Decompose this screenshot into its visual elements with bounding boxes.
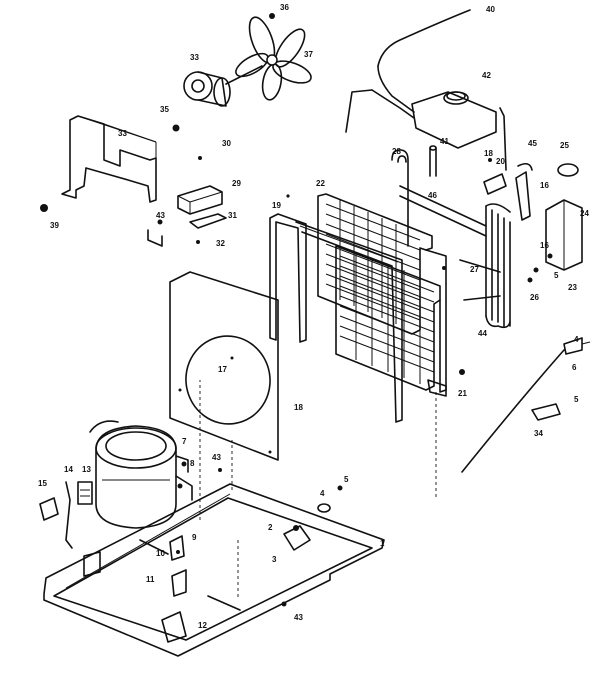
callout-12: 12 — [198, 621, 207, 630]
callout-8: 8 — [190, 459, 195, 468]
callout-5-base: 5 — [344, 475, 349, 484]
fan-blade — [235, 13, 312, 101]
callout-36: 36 — [280, 3, 289, 12]
callout-24: 24 — [580, 209, 589, 218]
evaporator-coil — [317, 193, 433, 335]
callout-4: 4 — [320, 489, 325, 498]
callout-3: 3 — [272, 555, 277, 564]
callout-14: 14 — [64, 465, 73, 474]
callout-11: 11 — [146, 575, 155, 584]
callout-16: 16 — [540, 181, 549, 190]
clip-bracket — [483, 158, 533, 195]
callout-31: 31 — [228, 211, 237, 220]
callout-40: 40 — [486, 5, 495, 14]
callout-30: 30 — [222, 139, 231, 148]
callout-17: 17 — [218, 365, 227, 374]
callout-5-cord: 5 — [574, 395, 579, 404]
callout-19: 19 — [272, 201, 281, 210]
callout-35: 35 — [160, 105, 169, 114]
tube-bundle — [391, 145, 511, 329]
callout-labels: 36 37 33 35 33 39 43 30 29 31 32 40 42 4… — [38, 3, 589, 630]
callout-22: 22 — [316, 179, 325, 188]
callout-2: 2 — [268, 523, 273, 532]
callout-42: 42 — [482, 71, 491, 80]
callout-5-right: 5 — [554, 271, 559, 280]
callout-16b: 16 — [540, 241, 549, 250]
callout-32: 32 — [216, 239, 225, 248]
motor-bracket — [40, 115, 202, 247]
base-pan — [43, 380, 437, 657]
callout-1: 1 — [380, 539, 385, 548]
callout-18-top: 18 — [484, 149, 493, 158]
callout-9: 9 — [192, 533, 197, 542]
capacitor — [177, 185, 227, 244]
top-tube — [345, 9, 471, 133]
callout-25: 25 — [560, 141, 569, 150]
callout-39: 39 — [50, 221, 59, 230]
callout-13: 13 — [82, 465, 91, 474]
callout-34: 34 — [534, 429, 543, 438]
power-cord — [461, 337, 591, 473]
fasteners — [218, 194, 465, 472]
base-parts — [83, 485, 343, 643]
partition-panel — [169, 271, 279, 461]
callout-37: 37 — [304, 50, 313, 59]
callout-18: 18 — [294, 403, 303, 412]
callout-43-b: 43 — [212, 453, 221, 462]
callout-43-a: 43 — [156, 211, 165, 220]
front-frame — [269, 213, 403, 423]
control-box — [515, 163, 583, 283]
callout-33-motor: 33 — [190, 53, 199, 62]
callout-21: 21 — [458, 389, 467, 398]
callout-41: 41 — [440, 137, 449, 146]
accumulator-tank — [411, 91, 507, 171]
callout-44: 44 — [478, 329, 487, 338]
callout-20: 20 — [496, 157, 505, 166]
callout-28: 28 — [392, 147, 401, 156]
terminal-parts — [39, 481, 93, 549]
condenser-coil — [335, 245, 441, 391]
coil-side-bracket — [425, 249, 447, 397]
callout-45: 45 — [528, 139, 537, 148]
callout-27: 27 — [470, 265, 479, 274]
callout-4-cord: 4 — [574, 335, 579, 344]
callout-26: 26 — [530, 293, 539, 302]
callout-46: 46 — [428, 191, 437, 200]
callout-33: 33 — [118, 129, 127, 138]
callout-23: 23 — [568, 283, 577, 292]
callout-29: 29 — [232, 179, 241, 188]
callout-43-c: 43 — [294, 613, 303, 622]
compressor — [89, 420, 193, 529]
callout-6: 6 — [572, 363, 577, 372]
callout-7: 7 — [182, 437, 187, 446]
callout-10: 10 — [156, 549, 165, 558]
callout-15: 15 — [38, 479, 47, 488]
fan-motor — [172, 65, 263, 132]
